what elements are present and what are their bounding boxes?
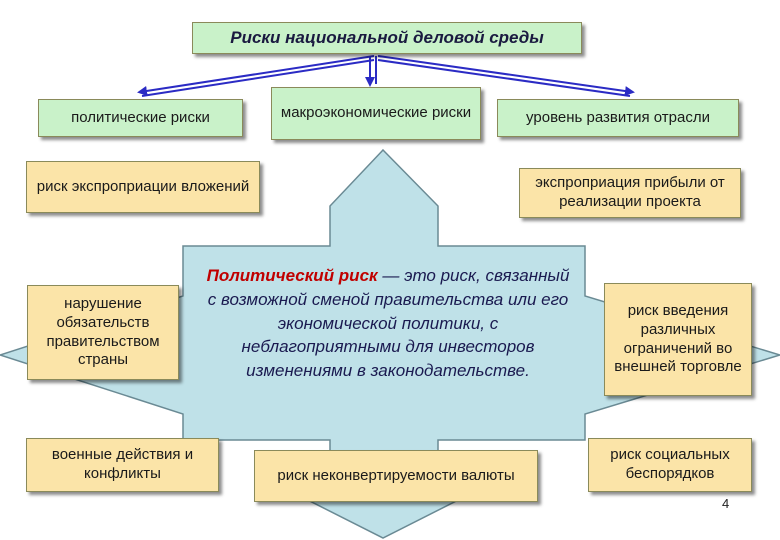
- category-macroeconomic-risks: макроэкономические риски: [271, 87, 481, 140]
- category-political-risks: политические риски: [38, 99, 243, 137]
- political-risk-definition: Политический риск — это риск, связанный …: [204, 264, 572, 383]
- risk-currency-inconvertibility: риск неконвертируемости валюты: [254, 450, 538, 502]
- definition-text: — это риск, связанный с возможной сменой…: [207, 266, 570, 381]
- arrow-to-political: [137, 55, 375, 96]
- risk-expropriation-profit: экспроприация прибыли от реализации прое…: [519, 168, 741, 218]
- risk-obligation-breach: нарушение обязательств правительством ст…: [27, 285, 179, 380]
- arrow-to-industry: [377, 55, 635, 96]
- risk-expropriation-investments: риск экспроприации вложений: [26, 161, 260, 213]
- diagram-title: Риски национальной деловой среды: [192, 22, 582, 54]
- definition-term: Политический риск: [206, 266, 378, 285]
- risk-military-conflicts: военные действия и конфликты: [26, 438, 219, 492]
- risk-social-unrest: риск социальных беспорядков: [588, 438, 752, 492]
- cross-arrow-shape: [0, 148, 780, 539]
- connector-arrows: [137, 55, 635, 97]
- category-industry-level: уровень развития отрасли: [497, 99, 739, 137]
- risk-trade-restrictions: риск введения различных ограничений во в…: [604, 283, 752, 396]
- page-number: 4: [722, 496, 730, 511]
